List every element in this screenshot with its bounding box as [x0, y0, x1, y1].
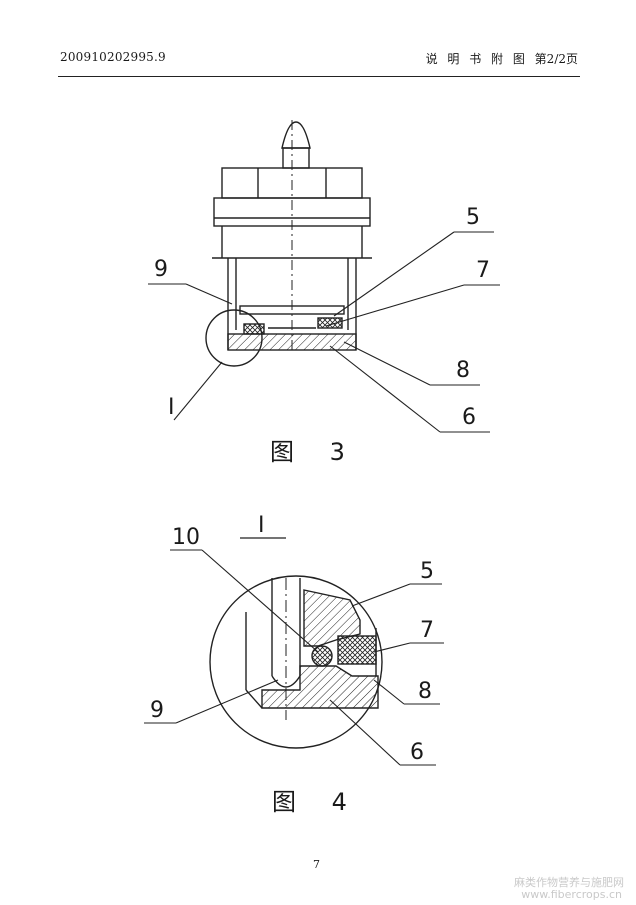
header-right-text: 说 明 书 附 图 第2/2页: [425, 52, 578, 66]
fig4-label-8: 8: [418, 679, 432, 704]
fig3-label-7: 7: [476, 258, 490, 283]
figure-3-caption: 图 3: [270, 438, 359, 466]
fig4-label-6: 6: [410, 740, 424, 765]
fig4-label-10: 10: [172, 525, 200, 550]
page-number: 7: [313, 858, 320, 871]
figure-3-labels: 5 7 8 6 9 I: [154, 205, 490, 430]
detail-circle-I: [205, 309, 263, 367]
fig3-label-I: I: [168, 395, 175, 420]
detail-circle: [209, 575, 383, 749]
watermark-url: www.fibercrops.cn: [521, 888, 622, 901]
knob-top: [281, 121, 311, 149]
figure-4-labels: I 10 5 7 8 9 6: [150, 513, 434, 765]
fig3-label-8: 8: [456, 358, 470, 383]
fig3-label-6: 6: [462, 405, 476, 430]
fig4-label-5: 5: [420, 559, 434, 584]
fig3-label-9: 9: [154, 257, 168, 282]
fig4-label-7: 7: [420, 618, 434, 643]
seal-left: [243, 323, 265, 335]
figure-4: [144, 537, 444, 766]
knob-stem: [282, 147, 310, 169]
seal-7: [337, 635, 377, 665]
fig4-label-9: 9: [150, 698, 164, 723]
figure-3: [148, 120, 500, 433]
watermark-chinese: 麻类作物营养与施肥网: [514, 876, 624, 889]
header-rule: [58, 76, 580, 77]
figure-4-caption: 图 4: [272, 788, 361, 816]
fig3-label-5: 5: [466, 205, 480, 230]
seal-right: [317, 317, 343, 329]
patent-number: 200910202995.9: [60, 50, 166, 64]
base-section: [261, 665, 379, 709]
fig4-title: I: [258, 513, 265, 538]
